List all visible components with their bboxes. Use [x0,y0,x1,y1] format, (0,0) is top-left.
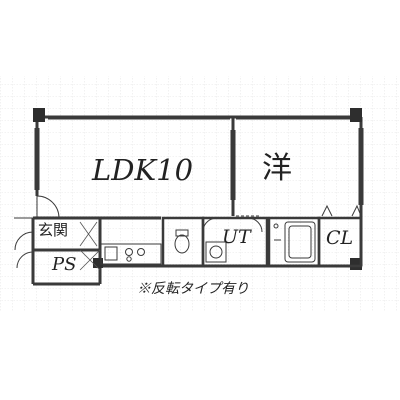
reverse-type-note: ※反転タイプ有り [137,281,249,297]
room-label-entrance: 玄関 [38,221,69,239]
ps-hatch [79,249,101,271]
room-label-western: 洋 [262,151,292,186]
windows [34,118,364,205]
room-label-ldk: LDK10 [92,153,194,187]
entrance-door [14,195,60,269]
room-label-ut: UT [222,226,251,248]
closet [317,204,363,268]
entrance-hatch [79,221,98,247]
kitchen [100,243,162,265]
room-label-cl: CL [326,227,354,249]
ut-block [161,216,269,268]
grid-background [0,76,400,312]
room-label-ps: PS [52,254,77,275]
